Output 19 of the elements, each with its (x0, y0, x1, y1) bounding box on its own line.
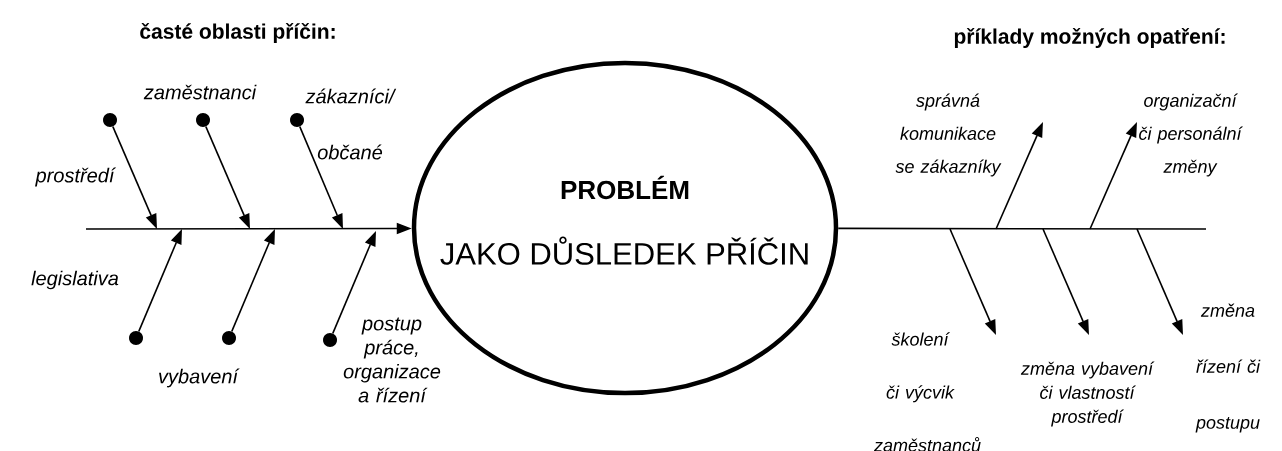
dot (290, 113, 304, 127)
dot (196, 113, 210, 127)
measure-label: organizační či personální změny (1139, 93, 1243, 177)
heading: časté oblasti příčin: (140, 23, 335, 44)
dot (323, 333, 337, 347)
cause-label: zaměstnanci (143, 84, 257, 100)
dot (222, 331, 236, 345)
dot (103, 113, 117, 127)
measure-label: změna vybavení či vlastností prostředí (1020, 361, 1155, 427)
cause-label: postup práce, organizace a řízení (343, 317, 441, 403)
measure-label: změna řízení či postupu (1195, 303, 1261, 433)
measure-label: školení či výcvik zaměstnanců (873, 332, 981, 451)
heading: příklady možných opatření: (954, 28, 1225, 49)
dot (129, 331, 143, 345)
measure-label: správná komunikace se zákazníky (895, 93, 1002, 177)
cause-label: prostředí (35, 167, 117, 187)
cause-label: legislativa (31, 270, 119, 290)
cause-label: zákazníci/ občané (305, 88, 397, 160)
cause-label: vybavení (159, 368, 240, 388)
